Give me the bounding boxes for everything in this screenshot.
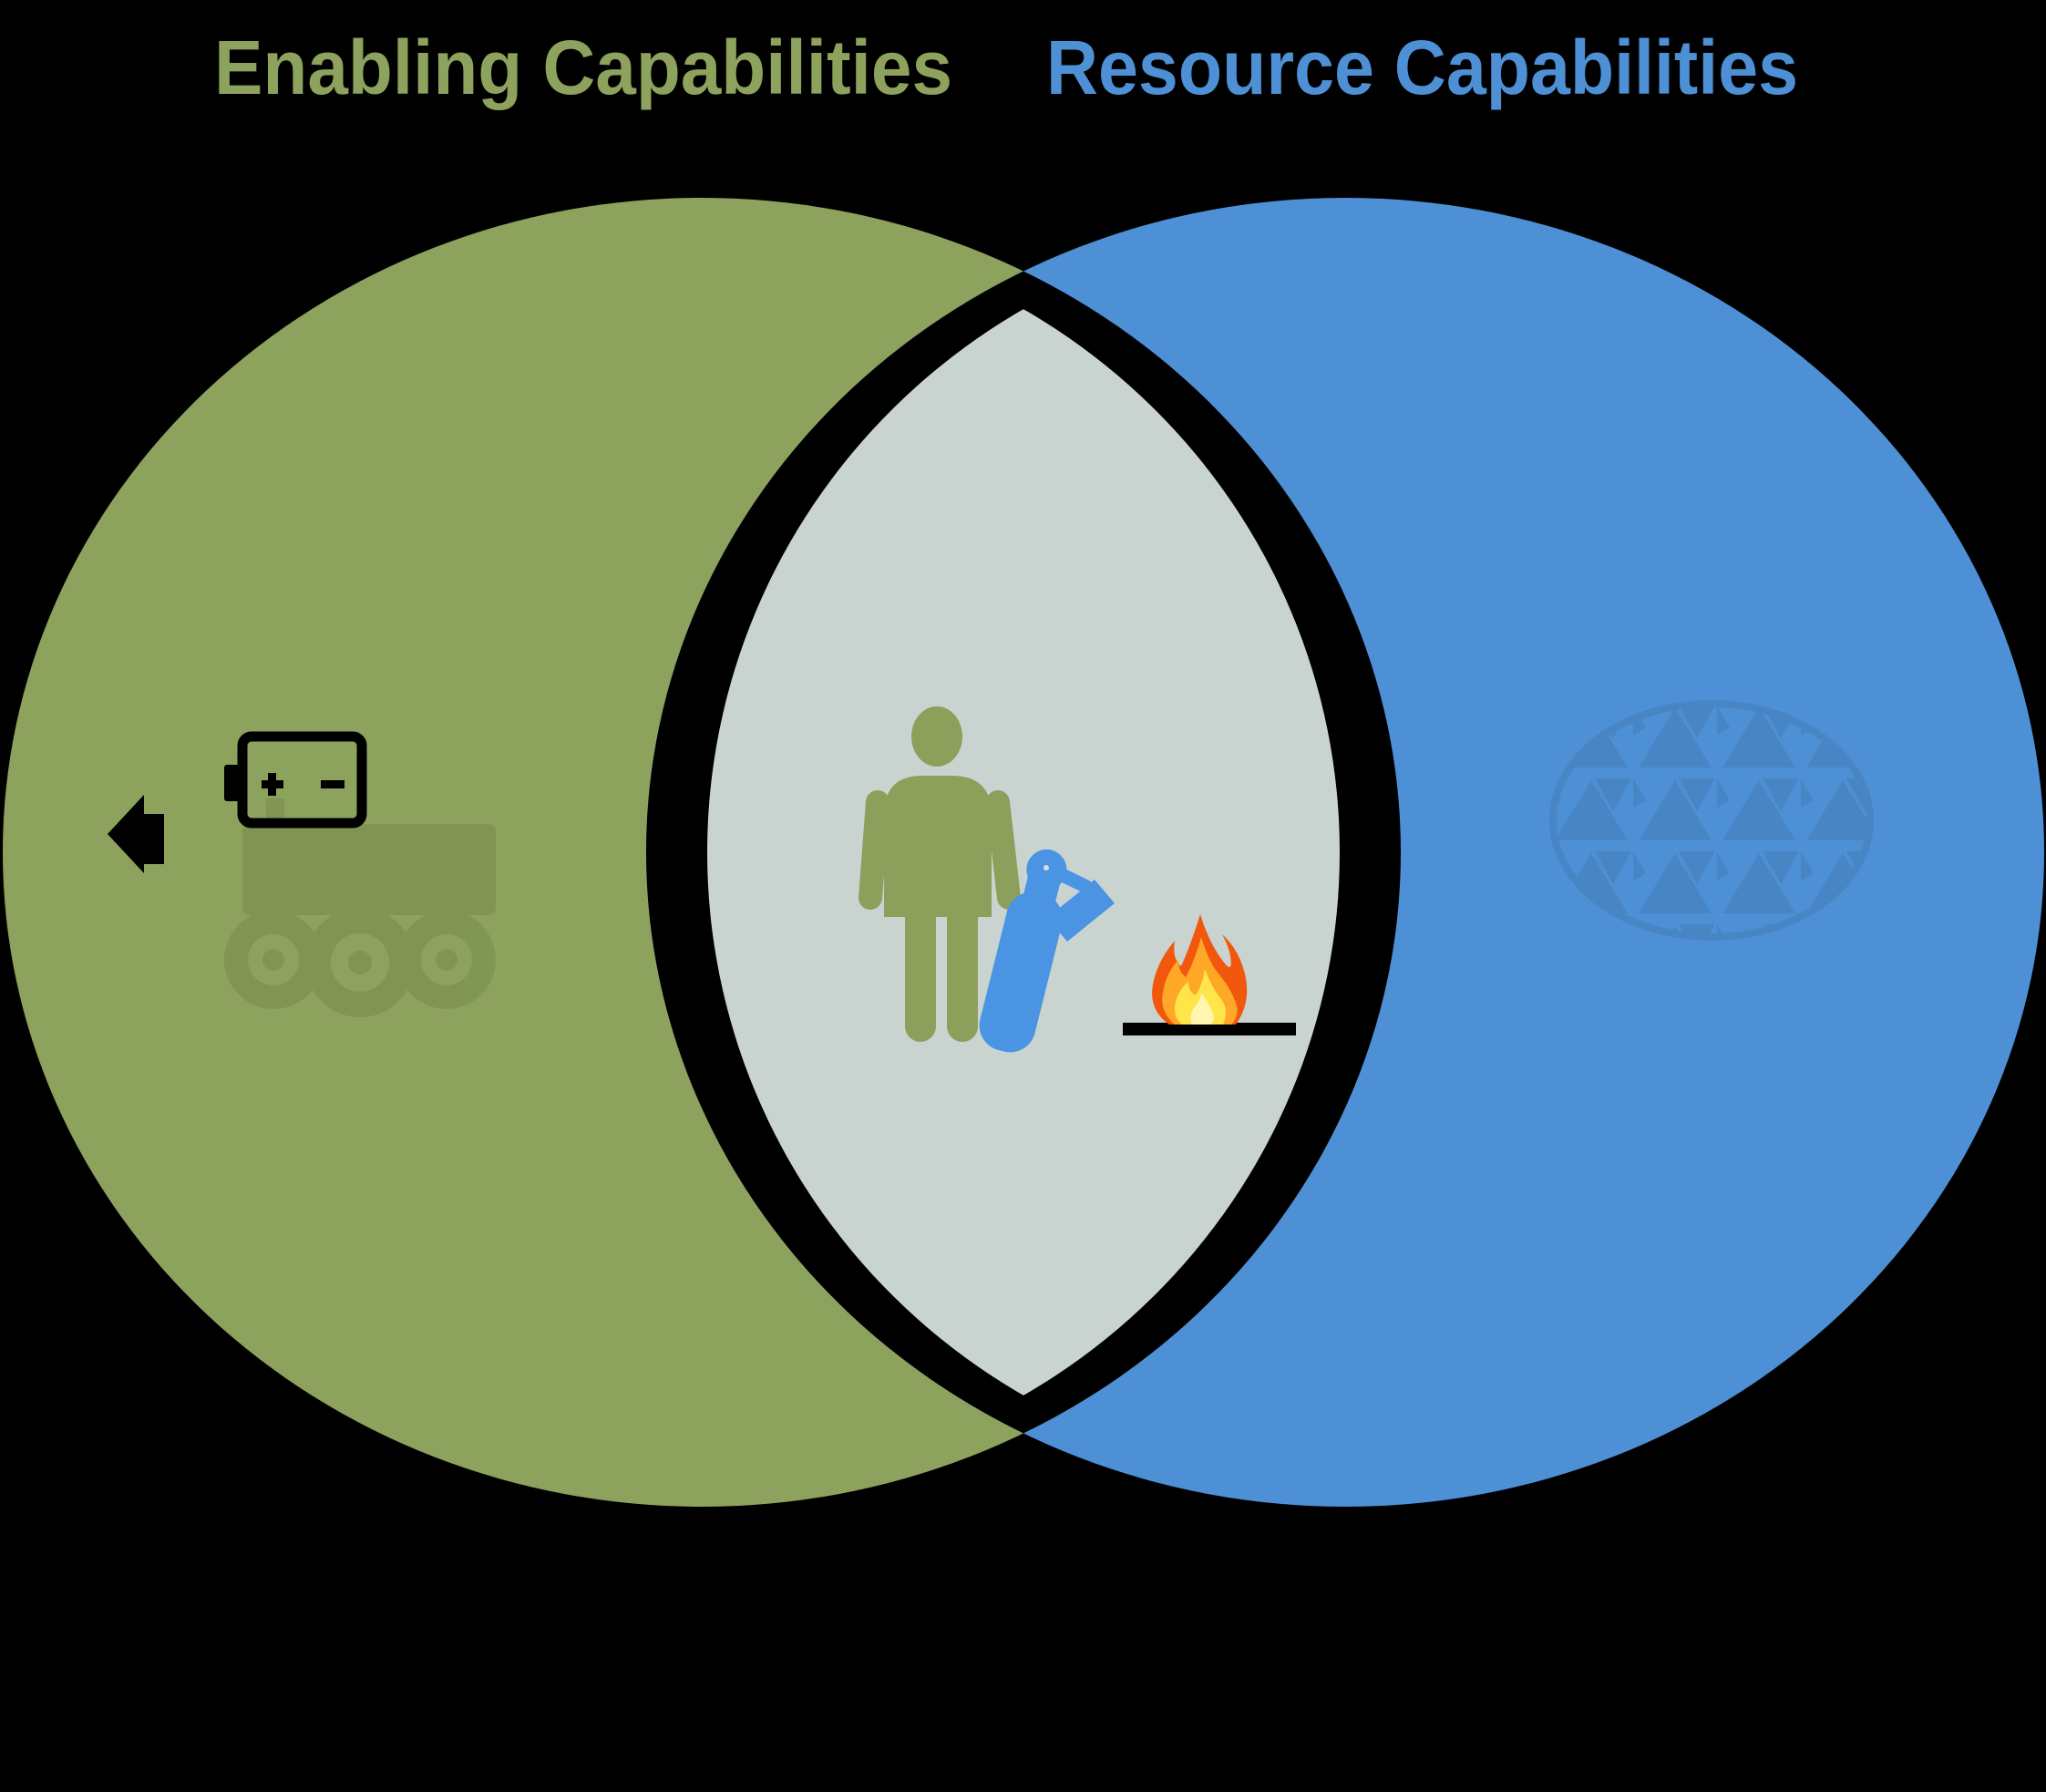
battery-plus-sign: [262, 773, 283, 796]
battery-icon: [224, 731, 367, 829]
extinguisher-nozzle: [1047, 880, 1115, 942]
fire-extinguisher-icon: [979, 849, 1115, 1053]
person-left-arm: [858, 790, 889, 910]
ground-line: [1123, 1023, 1296, 1035]
machine-watermark-icon: [224, 798, 496, 1017]
battery-minus-sign: [321, 780, 344, 788]
enabling-capabilities-title: Enabling Capabilities: [214, 25, 952, 110]
person-icon: [858, 706, 1021, 1042]
extinguisher-body: [979, 891, 1063, 1053]
intersection-lens: [707, 223, 1340, 1481]
person-torso: [884, 776, 992, 917]
flame-core: [1190, 993, 1214, 1025]
extinguisher-pin-dot: [1044, 865, 1049, 870]
person-right-arm: [986, 790, 1021, 910]
geodesic-dome-watermark-icon: [1549, 700, 1874, 941]
left-arrow-icon: [108, 795, 164, 873]
flame-inner: [1174, 969, 1227, 1025]
battery-terminal: [224, 765, 244, 801]
person-head: [911, 706, 962, 767]
extinguisher-lever: [1044, 862, 1093, 894]
resource-capabilities-title: Resource Capabilities: [1046, 25, 1798, 110]
flame-icon: [1152, 914, 1248, 1025]
